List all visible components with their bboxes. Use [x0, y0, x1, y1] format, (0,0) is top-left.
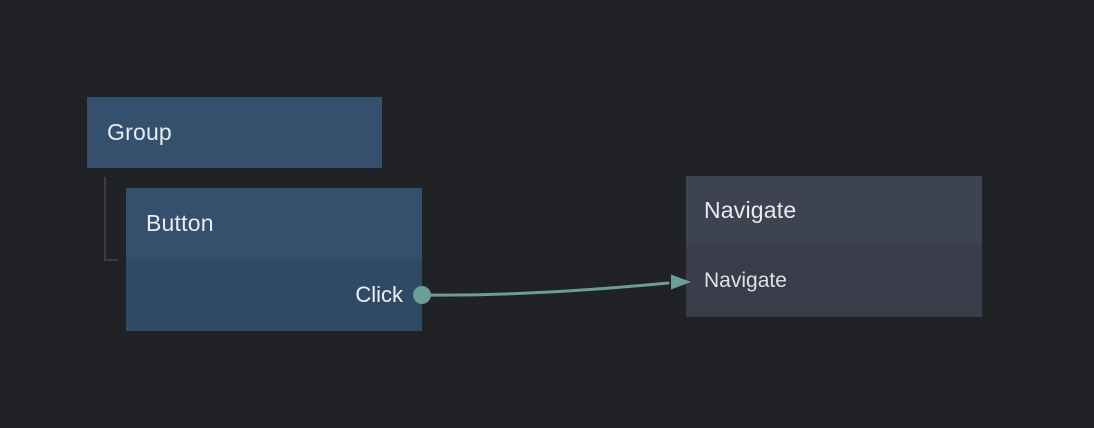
navigate-action-row[interactable]: Navigate [686, 245, 982, 317]
connection-wire[interactable] [420, 281, 670, 297]
button-node-output-row[interactable]: Click [126, 259, 422, 331]
button-node-header[interactable]: Button [126, 188, 422, 259]
button-node-title: Button [146, 210, 214, 236]
tree-connector-vertical-line [104, 177, 106, 261]
node-navigate[interactable]: Navigate Navigate [686, 176, 982, 317]
node-group[interactable]: Group [87, 97, 382, 168]
navigate-action-label: Navigate [704, 269, 787, 292]
navigate-node-title: Navigate [704, 197, 797, 223]
node-button[interactable]: Button Click [126, 188, 422, 331]
group-node-header[interactable]: Group [87, 97, 382, 168]
tree-connector-horizontal-line [104, 259, 118, 261]
output-port-label-click: Click [355, 282, 403, 307]
navigate-node-header[interactable]: Navigate [686, 176, 982, 245]
group-node-title: Group [107, 119, 172, 145]
